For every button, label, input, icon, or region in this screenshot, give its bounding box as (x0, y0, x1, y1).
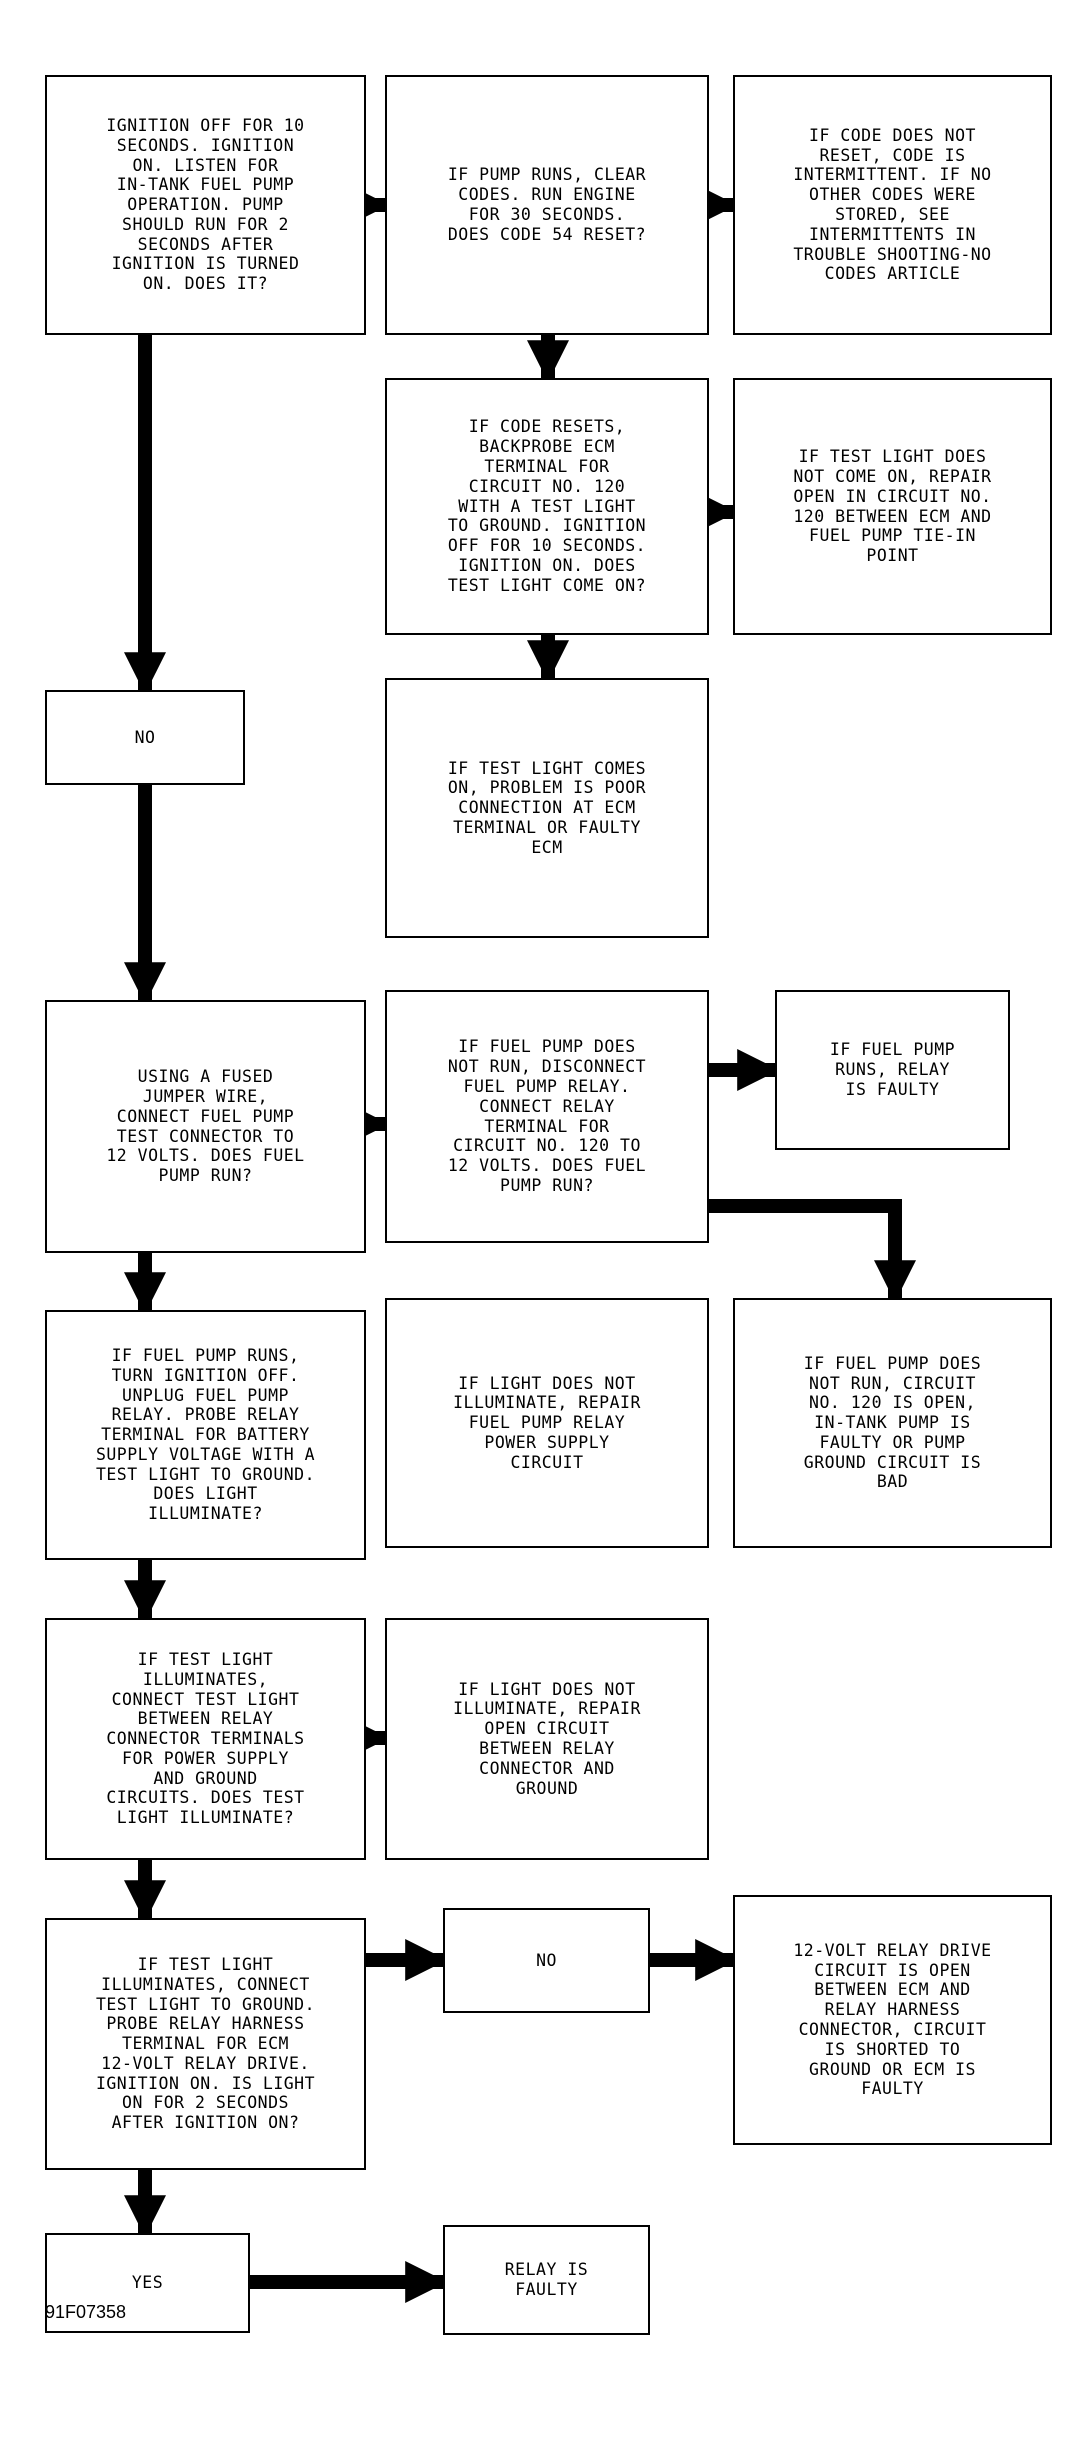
result-repair-relay-power-text: IF LIGHT DOES NOT ILLUMINATE, REPAIR FUE… (453, 1373, 641, 1472)
answer-no-pump-text: NO (134, 727, 156, 747)
step-relay-drive-check-text: IF TEST LIGHT ILLUMINATES, CONNECT TEST … (95, 1954, 316, 2133)
step-pump-prime-check: IGNITION OFF FOR 10 SECONDS. IGNITION ON… (45, 75, 366, 335)
result-poor-ecm-connection-text: IF TEST LIGHT COMES ON, PROBLEM IS POOR … (447, 758, 647, 857)
answer-yes-relay-drive-text: YES (131, 2273, 164, 2293)
step-disconnect-relay: IF FUEL PUMP DOES NOT RUN, DISCONNECT FU… (385, 990, 709, 1243)
result-code-intermittent: IF CODE DOES NOT RESET, CODE IS INTERMIT… (733, 75, 1052, 335)
result-relay-drive-open-text: 12-VOLT RELAY DRIVE CIRCUIT IS OPEN BETW… (793, 1940, 992, 2099)
result-poor-ecm-connection: IF TEST LIGHT COMES ON, PROBLEM IS POOR … (385, 678, 709, 938)
result-repair-relay-power: IF LIGHT DOES NOT ILLUMINATE, REPAIR FUE… (385, 1298, 709, 1548)
result-repair-ground-circuit: IF LIGHT DOES NOT ILLUMINATE, REPAIR OPE… (385, 1618, 709, 1860)
step-jumper-wire-test-text: USING A FUSED JUMPER WIRE, CONNECT FUEL … (106, 1067, 305, 1186)
step-clear-codes-text: IF PUMP RUNS, CLEAR CODES. RUN ENGINE FO… (447, 165, 647, 244)
step-probe-relay-battery: IF FUEL PUMP RUNS, TURN IGNITION OFF. UN… (45, 1310, 366, 1560)
answer-no-relay-drive: NO (443, 1908, 650, 2013)
step-backprobe-ecm: IF CODE RESETS, BACKPROBE ECM TERMINAL F… (385, 378, 709, 635)
arrow-b09-b13 (709, 1199, 916, 1303)
step-test-relay-connector: IF TEST LIGHT ILLUMINATES, CONNECT TEST … (45, 1618, 366, 1860)
result-code-intermittent-text: IF CODE DOES NOT RESET, CODE IS INTERMIT… (793, 125, 992, 284)
step-backprobe-ecm-text: IF CODE RESETS, BACKPROBE ECM TERMINAL F… (447, 417, 647, 595)
step-test-relay-connector-text: IF TEST LIGHT ILLUMINATES, CONNECT TEST … (106, 1649, 305, 1828)
answer-no-relay-drive-text: NO (536, 1950, 557, 1970)
step-jumper-wire-test: USING A FUSED JUMPER WIRE, CONNECT FUEL … (45, 1000, 366, 1253)
step-clear-codes: IF PUMP RUNS, CLEAR CODES. RUN ENGINE FO… (385, 75, 709, 335)
result-repair-open-circuit-120: IF TEST LIGHT DOES NOT COME ON, REPAIR O… (733, 378, 1052, 635)
result-circuit-120-open-text: IF FUEL PUMP DOES NOT RUN, CIRCUIT NO. 1… (803, 1353, 982, 1492)
result-repair-ground-circuit-text: IF LIGHT DOES NOT ILLUMINATE, REPAIR OPE… (453, 1679, 641, 1798)
step-disconnect-relay-text: IF FUEL PUMP DOES NOT RUN, DISCONNECT FU… (447, 1037, 647, 1195)
result-relay-faulty-1: IF FUEL PUMP RUNS, RELAY IS FAULTY (775, 990, 1010, 1150)
answer-no-pump: NO (45, 690, 245, 785)
result-relay-drive-open: 12-VOLT RELAY DRIVE CIRCUIT IS OPEN BETW… (733, 1895, 1052, 2145)
result-relay-faulty-1-text: IF FUEL PUMP RUNS, RELAY IS FAULTY (829, 1040, 956, 1099)
answer-yes-relay-drive: YES (45, 2233, 250, 2333)
result-circuit-120-open: IF FUEL PUMP DOES NOT RUN, CIRCUIT NO. 1… (733, 1298, 1052, 1548)
step-probe-relay-battery-text: IF FUEL PUMP RUNS, TURN IGNITION OFF. UN… (95, 1345, 316, 1524)
step-pump-prime-check-text: IGNITION OFF FOR 10 SECONDS. IGNITION ON… (106, 115, 305, 294)
figure-id: 91F07358 (45, 2302, 127, 2322)
result-relay-faulty-2: RELAY IS FAULTY (443, 2225, 650, 2335)
result-relay-faulty-2-text: RELAY IS FAULTY (504, 2260, 589, 2299)
step-relay-drive-check: IF TEST LIGHT ILLUMINATES, CONNECT TEST … (45, 1918, 366, 2170)
result-repair-open-circuit-120-text: IF TEST LIGHT DOES NOT COME ON, REPAIR O… (793, 447, 992, 566)
